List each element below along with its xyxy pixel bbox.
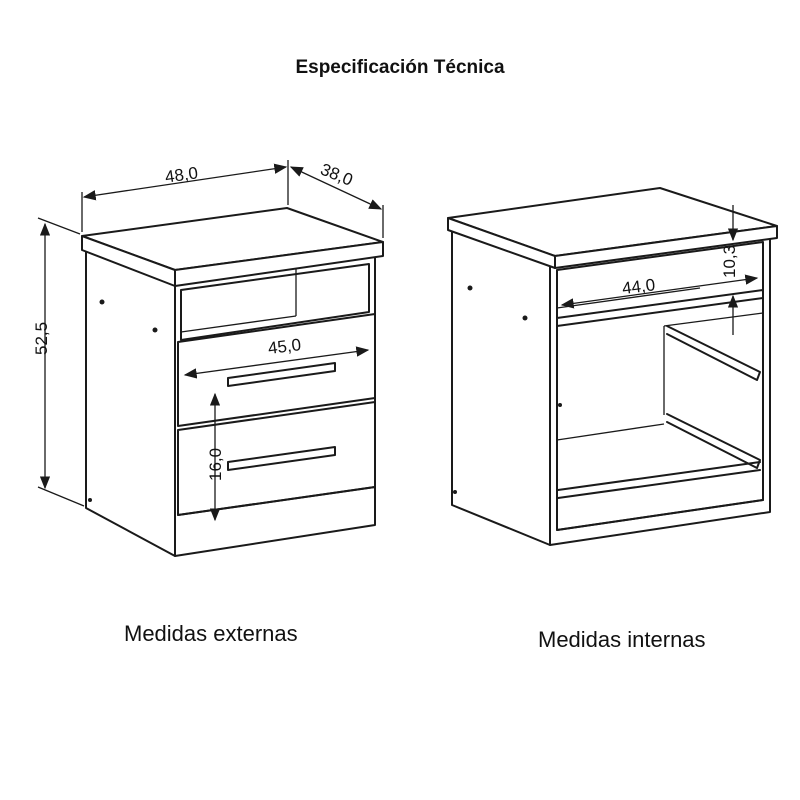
nightstand-internal-drawing: 44,0 10,3 <box>447 187 778 546</box>
depth-dimension-label: 38,0 <box>318 160 356 190</box>
page-title: Especificación Técnica <box>295 57 505 78</box>
height-dimension-label: 52,5 <box>32 322 51 355</box>
drawer-height-dimension-label: 16,0 <box>206 448 225 481</box>
drawer-handle-icon <box>227 446 336 471</box>
niche-height-dimension-label: 10,3 <box>720 245 739 278</box>
niche-width-dimension-label: 44,0 <box>621 275 656 298</box>
drawer-width-dimension-label: 45,0 <box>267 335 302 358</box>
width-dimension-label: 48,0 <box>164 163 199 186</box>
drawer-rail-icon <box>666 325 761 381</box>
drawer-rail-icon <box>557 413 761 499</box>
external-caption: Medidas externas <box>124 621 298 646</box>
internal-caption: Medidas internas <box>538 627 706 652</box>
nightstand-external-drawing: 48,0 38,0 52,5 45,0 16,0 <box>32 160 384 557</box>
